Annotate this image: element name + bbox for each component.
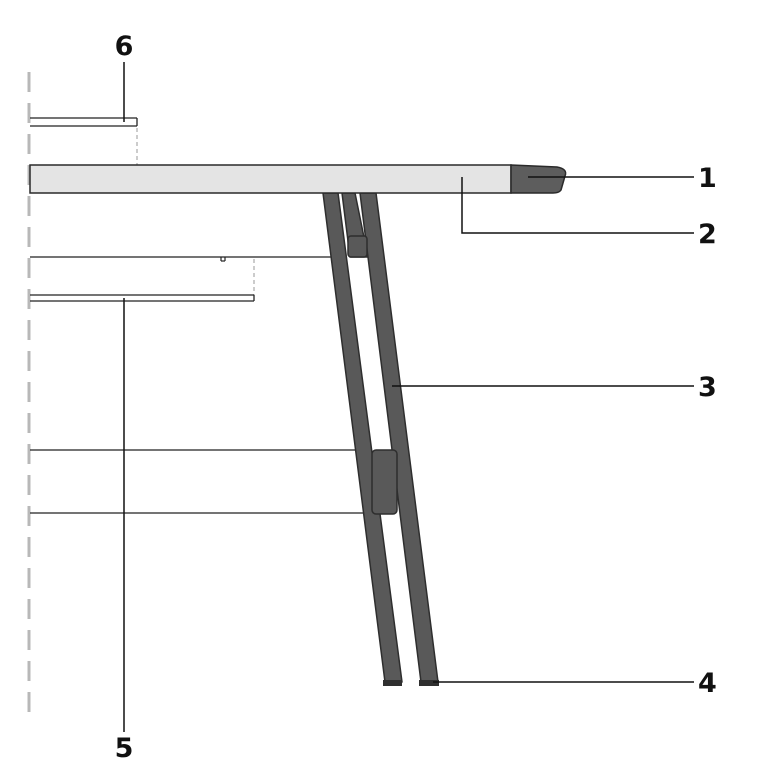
frame-leg-front xyxy=(359,192,439,683)
frame-legs xyxy=(322,192,439,683)
frame-connector-upper xyxy=(347,235,368,258)
upper-panel xyxy=(30,117,138,165)
callout-label-2: 2 xyxy=(698,219,717,250)
callout-label-1: 1 xyxy=(698,163,717,194)
glide-foot-front xyxy=(419,680,439,686)
callout-label-5: 5 xyxy=(115,733,134,764)
callout-label-4: 4 xyxy=(698,668,717,699)
tabletop xyxy=(29,164,512,194)
frame-connector-lower xyxy=(371,449,398,515)
under-shelf xyxy=(30,256,333,302)
edge-cap xyxy=(510,164,567,194)
callout-label-3: 3 xyxy=(698,372,717,403)
glide-foot-back xyxy=(383,680,402,686)
callout-label-6: 6 xyxy=(115,31,134,62)
callout-leaders xyxy=(123,62,694,732)
leader-2 xyxy=(461,177,694,234)
